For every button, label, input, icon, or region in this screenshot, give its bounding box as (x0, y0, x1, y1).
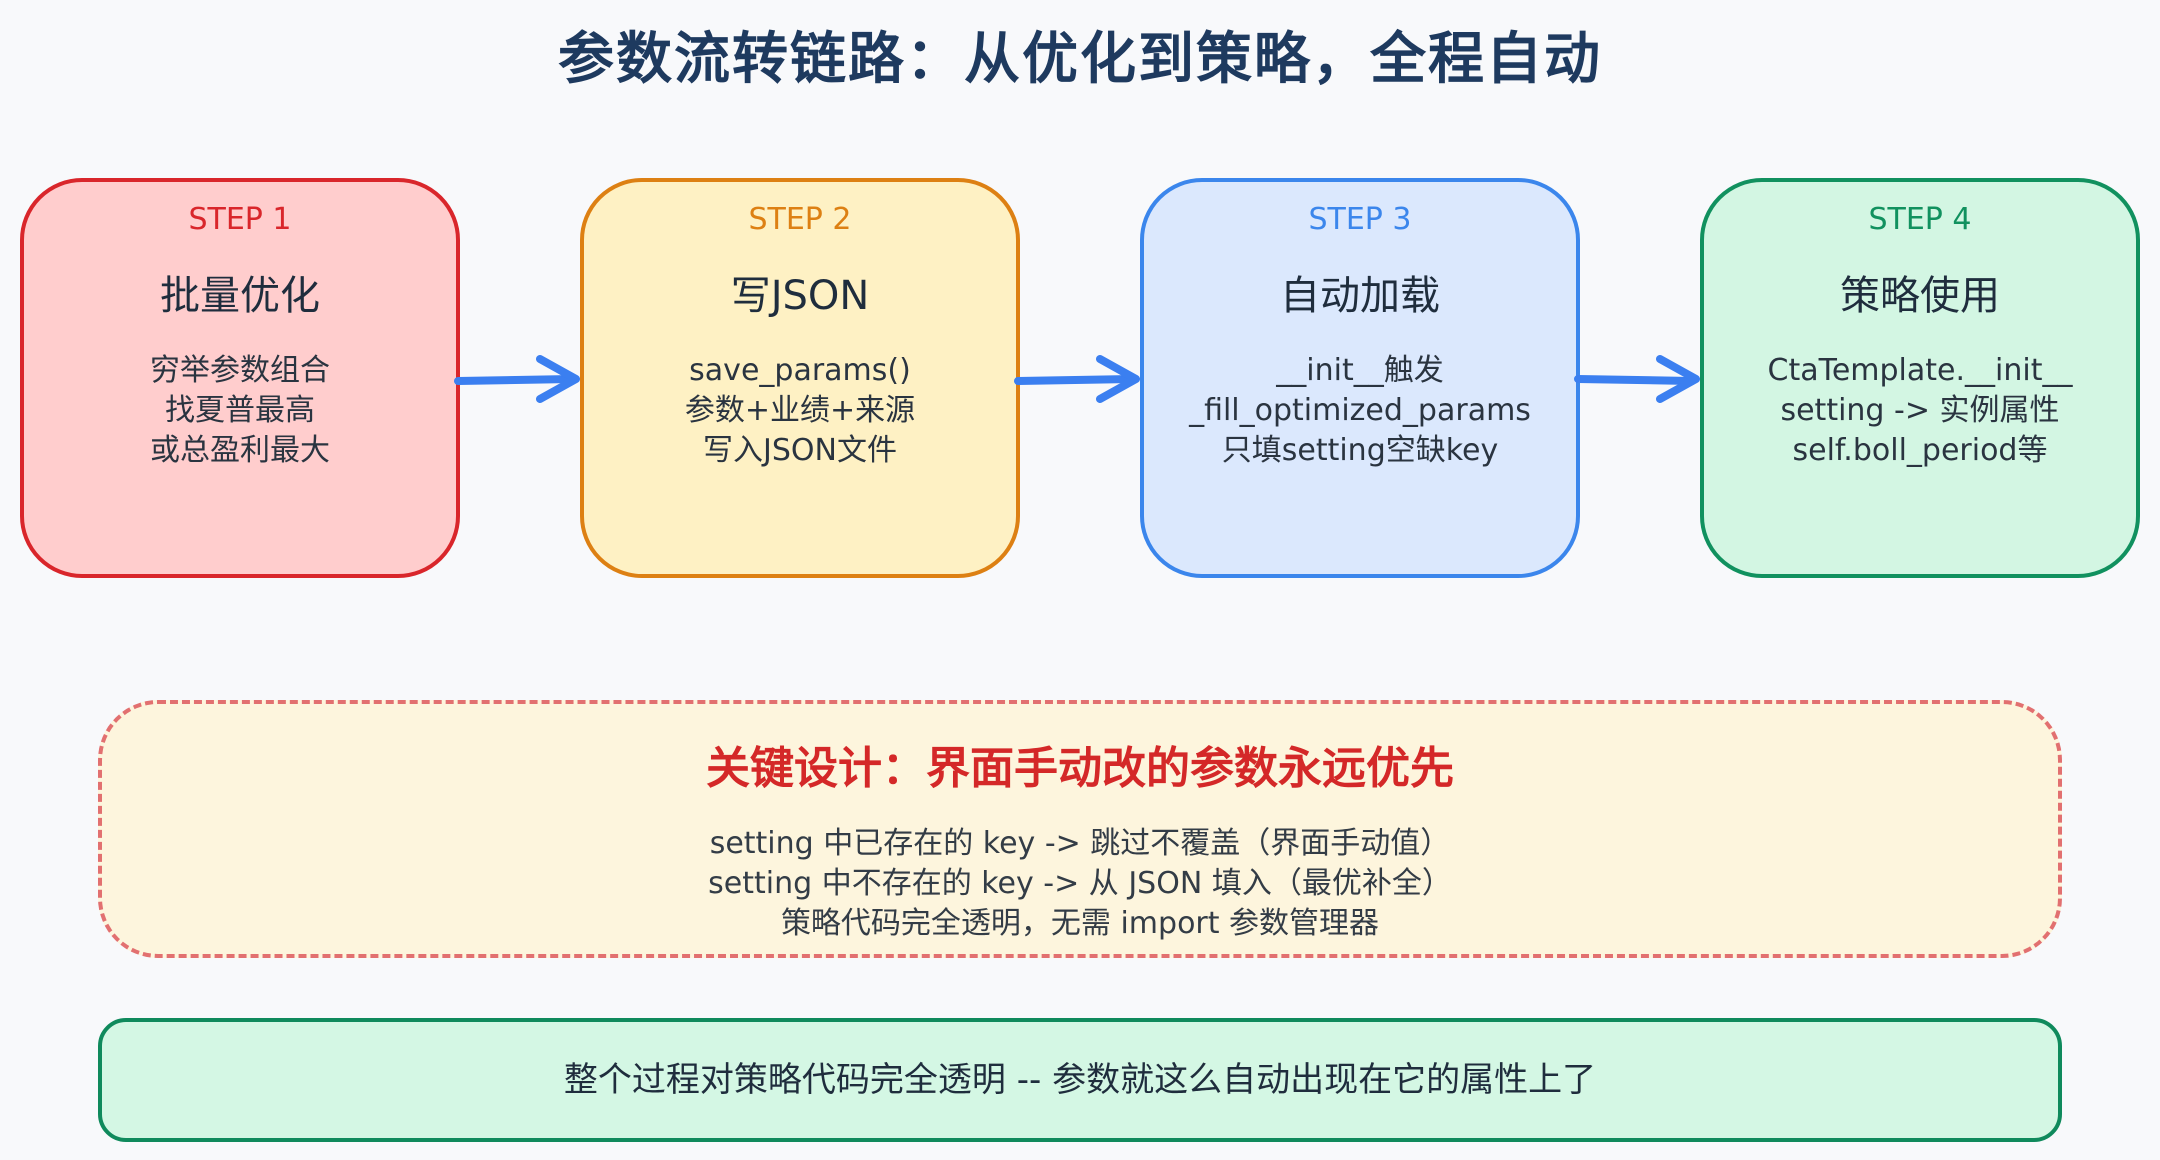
step-2-description: save_params() 参数+业绩+来源 写入JSON文件 (584, 351, 1016, 471)
step-2-number: STEP 2 (748, 202, 852, 237)
step-3-line: 只填setting空缺key (1221, 433, 1499, 468)
step-4-line: setting -> 实例属性 (1780, 393, 2060, 428)
arrow-step-1-to-2 (454, 355, 580, 403)
step-2-name: 写JSON (730, 273, 870, 319)
step-3-number: STEP 3 (1308, 202, 1412, 237)
step-4-line: self.boll_period等 (1792, 433, 2048, 468)
key-design-lines: setting 中已存在的 key -> 跳过不覆盖（界面手动值） settin… (102, 824, 2058, 944)
key-design-line: setting 中已存在的 key -> 跳过不覆盖（界面手动值） (709, 826, 1451, 861)
step-1-line: 找夏普最高 (165, 393, 315, 428)
step-2-box: STEP 2 写JSON save_params() 参数+业绩+来源 写入JS… (580, 178, 1020, 578)
step-1-description: 穷举参数组合 找夏普最高 或总盈利最大 (24, 351, 456, 471)
step-2-line: 写入JSON文件 (703, 433, 897, 468)
step-3-description: __init__触发 _fill_optimized_params 只填sett… (1144, 351, 1576, 471)
step-3-line: __init__触发 (1276, 353, 1444, 388)
step-4-name: 策略使用 (1840, 273, 2000, 319)
step-1-name: 批量优化 (160, 273, 320, 319)
key-design-line: setting 中不存在的 key -> 从 JSON 填入（最优补全） (708, 866, 1452, 901)
step-1-line: 或总盈利最大 (150, 433, 330, 468)
key-design-line: 策略代码完全透明，无需 import 参数管理器 (780, 906, 1380, 941)
summary-banner: 整个过程对策略代码完全透明 -- 参数就这么自动出现在它的属性上了 (98, 1018, 2062, 1142)
step-4-line: CtaTemplate.__init__ (1767, 353, 2073, 388)
step-4-description: CtaTemplate.__init__ setting -> 实例属性 sel… (1704, 351, 2136, 471)
arrow-step-2-to-3 (1014, 355, 1140, 403)
step-3-name: 自动加载 (1280, 273, 1440, 319)
step-2-line: 参数+业绩+来源 (684, 393, 916, 428)
step-4-box: STEP 4 策略使用 CtaTemplate.__init__ setting… (1700, 178, 2140, 578)
arrow-step-3-to-4 (1574, 355, 1700, 403)
step-1-line: 穷举参数组合 (150, 353, 330, 388)
key-design-title: 关键设计：界面手动改的参数永远优先 (706, 743, 1454, 794)
step-1-box: STEP 1 批量优化 穷举参数组合 找夏普最高 或总盈利最大 (20, 178, 460, 578)
step-4-number: STEP 4 (1868, 202, 1972, 237)
key-design-box: 关键设计：界面手动改的参数永远优先 setting 中已存在的 key -> 跳… (98, 700, 2062, 958)
step-3-line: _fill_optimized_params (1189, 393, 1531, 428)
step-2-line: save_params() (689, 353, 911, 388)
step-1-number: STEP 1 (188, 202, 292, 237)
step-3-box: STEP 3 自动加载 __init__触发 _fill_optimized_p… (1140, 178, 1580, 578)
diagram-title: 参数流转链路：从优化到策略，全程自动 (558, 27, 1602, 92)
